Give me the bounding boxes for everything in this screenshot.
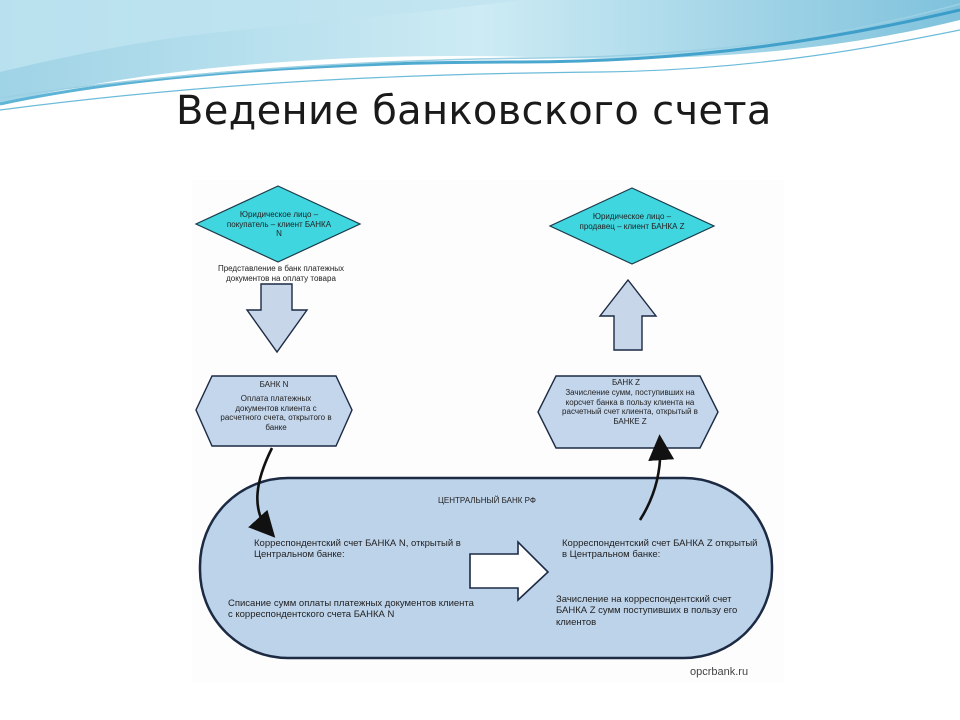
down-arrow: [245, 283, 309, 354]
corr-account-n: Корреспондентский счет БАНКА N, открытый…: [254, 538, 461, 561]
client-n-label: Юридическое лицо – покупатель – клиент Б…: [226, 210, 332, 239]
client-z-diamond: [548, 187, 716, 265]
credit-z: Зачисление на корреспондентский счет БАН…: [556, 594, 738, 628]
bank-n-text: Оплата платежных документов клиента с ра…: [220, 394, 332, 432]
slide-title: Ведение банковского счета: [176, 88, 772, 134]
wave-decoration: [0, 0, 960, 111]
debit-n: Списание сумм оплаты платежных документо…: [228, 598, 474, 621]
bank-z-title: БАНК Z: [612, 378, 640, 387]
curved-arrow-up: [638, 434, 675, 521]
corr-account-z: Корреспондентский счет БАНКА Z открытый …: [562, 538, 758, 561]
bank-z-hexagon: [537, 375, 719, 449]
up-arrow: [598, 278, 658, 351]
client-n-diamond: [194, 185, 362, 263]
client-z-label: Юридическое лицо – продавец – клиент БАН…: [579, 212, 685, 231]
central-bank-label: ЦЕНТРАЛЬНЫЙ БАНК РФ: [438, 496, 536, 505]
diagram-canvas: [194, 185, 774, 660]
diagram-panel: Юридическое лицо – покупатель – клиент Б…: [192, 180, 784, 683]
transfer-arrow: [469, 540, 550, 602]
submission-note: Представление в банк платежных документо…: [217, 264, 345, 283]
curved-arrow-down: [248, 447, 276, 538]
watermark: opcrbank.ru: [690, 666, 749, 678]
bank-n-title: БАНК N: [259, 380, 289, 389]
bank-z-text: Зачисление сумм, поступивших на корсчет …: [562, 388, 698, 426]
bank-n-hexagon: [195, 375, 353, 447]
